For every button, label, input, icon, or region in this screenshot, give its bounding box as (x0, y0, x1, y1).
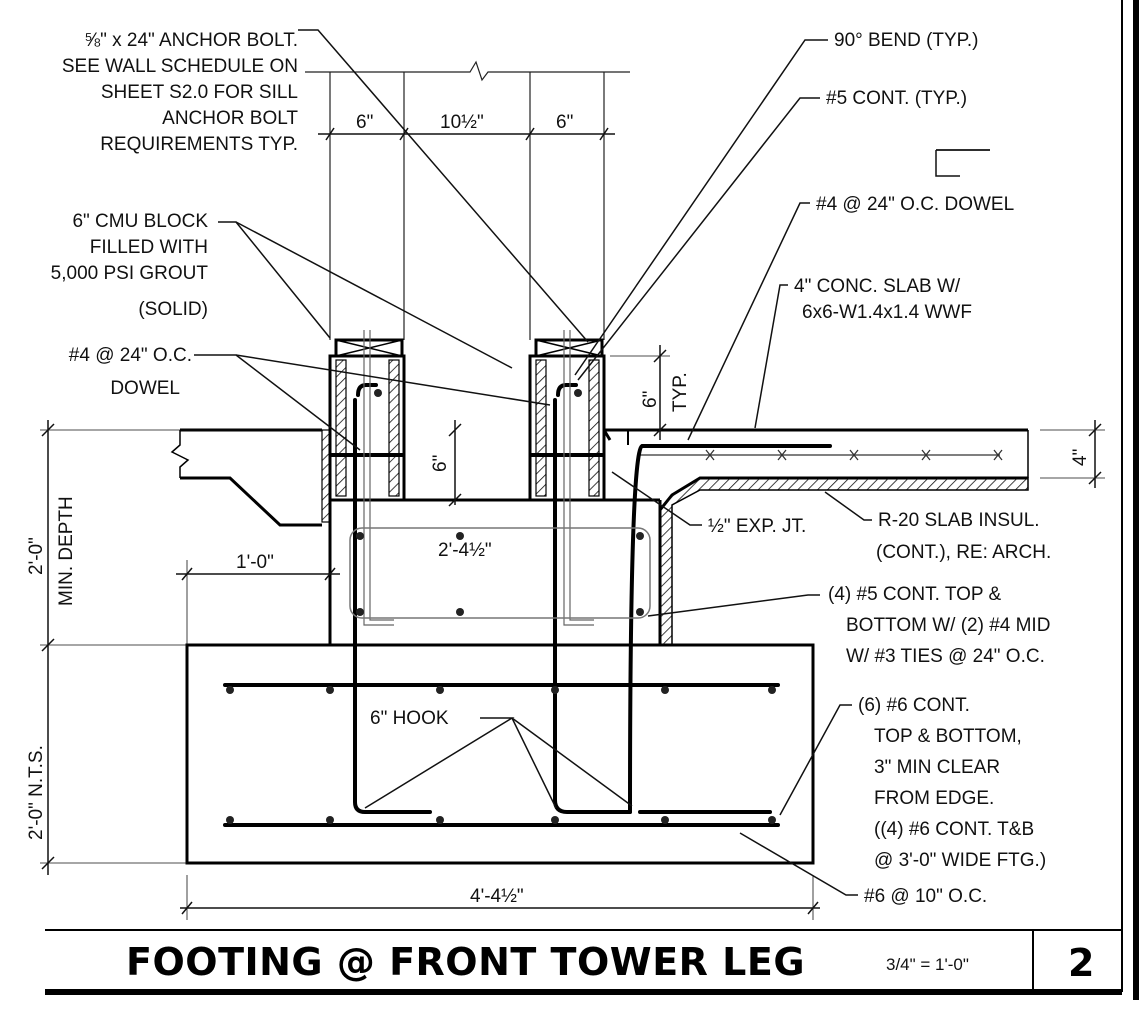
note-slab: 4" CONC. SLAB W/ 6x6-W1.4x1.4 WWF (794, 276, 972, 323)
anchor-bolts (363, 330, 594, 626)
note-line: DOWEL (110, 378, 180, 399)
note-line: #4 @ 24" O.C. (69, 345, 192, 366)
note-exp-jt: ½" EXP. JT. (708, 516, 806, 537)
expansion-joint (321, 429, 331, 523)
note-line: BOTTOM W/ (2) #4 MID (846, 615, 1050, 636)
dim-cmu-left: 6" (356, 112, 373, 133)
note-line: SEE WALL SCHEDULE ON (62, 56, 298, 77)
note-line: R-20 SLAB INSUL. (878, 510, 1040, 531)
note-line: FILLED WITH (90, 237, 208, 258)
note-line: REQUIREMENTS TYP. (100, 134, 298, 155)
top-dimension-string (318, 127, 615, 141)
dim-min-depth-value: 2'-0" (26, 537, 47, 575)
note-line: TOP & BOTTOM, (874, 726, 1022, 747)
note-bars-oc: #6 @ 10" O.C. (864, 886, 987, 907)
rebar (223, 383, 832, 827)
dim-typ-label: TYP. (670, 372, 691, 412)
dimension-lines (40, 345, 1105, 920)
note-cmu-block: 6" CMU BLOCK FILLED WITH 5,000 PSI GROUT… (51, 211, 209, 320)
note-line: ⅝" x 24" ANCHOR BOLT. (84, 30, 298, 51)
note-line: (SOLID) (138, 299, 208, 320)
dim-min-depth-label: MIN. DEPTH (56, 496, 77, 606)
dim-course-height: 6" (430, 455, 451, 472)
note-dowel-left: #4 @ 24" O.C. DOWEL (69, 345, 192, 399)
leader-lines (194, 29, 990, 896)
detail-scale: 3/4" = 1'-0" (886, 955, 969, 974)
dim-stem-width: 2'-4½" (438, 540, 492, 561)
dimension-texts: 6" 10½" 6" 2'-4½" 1'-0" 4'-4½" 6" 6" TYP… (26, 112, 1091, 907)
cmu-blocks (328, 354, 606, 502)
note-anchor-bolt: ⅝" x 24" ANCHOR BOLT. SEE WALL SCHEDULE … (62, 30, 299, 155)
sheet-border (45, 0, 1139, 1000)
note-line: 4" CONC. SLAB W/ (794, 276, 961, 297)
note-line: 5,000 PSI GROUT (51, 263, 209, 284)
rebar-dots (226, 389, 776, 824)
note-insulation: R-20 SLAB INSUL. (CONT.), RE: ARCH. (876, 510, 1051, 563)
note-footing-bars: (6) #6 CONT. TOP & BOTTOM, 3" MIN CLEAR … (858, 695, 1046, 871)
note-line: 6x6-W1.4x1.4 WWF (802, 302, 972, 323)
wwf-marks (705, 449, 1003, 461)
bond-beam-caps (334, 338, 604, 358)
note-line: 6" CMU BLOCK (72, 211, 208, 232)
note-line: ANCHOR BOLT (162, 108, 298, 129)
note-stem-bars: (4) #5 CONT. TOP & BOTTOM W/ (2) #4 MID … (828, 584, 1050, 667)
note-line: SHEET S2.0 FOR SILL (101, 82, 298, 103)
dim-footing-depth: 2'-0" N.T.S. (26, 745, 47, 840)
dim-gap: 10½" (440, 112, 484, 133)
note-line: ((4) #6 CONT. T&B (874, 819, 1034, 840)
note-line: (4) #5 CONT. TOP & (828, 584, 1001, 605)
note-line: (6) #6 CONT. (858, 695, 970, 716)
note-dowel-right: #4 @ 24" O.C. DOWEL (816, 194, 1014, 215)
note-cont-5: #5 CONT. (TYP.) (826, 88, 967, 109)
detail-title: FOOTING @ FRONT TOWER LEG (126, 940, 805, 984)
stem-ties (349, 527, 651, 619)
dim-footing-width: 4'-4½" (470, 886, 524, 907)
slab-on-grade (627, 430, 1029, 646)
break-line-left (170, 430, 190, 478)
dim-typ-height: 6" (640, 391, 661, 408)
note-line: (CONT.), RE: ARCH. (876, 542, 1051, 563)
note-line: FROM EDGE. (874, 788, 994, 809)
dim-offset: 1'-0" (236, 552, 274, 573)
note-line: @ 3'-0" WIDE FTG.) (874, 850, 1046, 871)
note-line: W/ #3 TIES @ 24" O.C. (846, 646, 1045, 667)
note-line: 3" MIN CLEAR (874, 757, 1000, 778)
detail-number: 2 (1068, 941, 1094, 985)
dim-slab-thickness: 4" (1070, 449, 1091, 466)
note-hook: 6" HOOK (370, 708, 449, 729)
dim-cmu-right: 6" (556, 112, 573, 133)
cmu-wall-above (305, 60, 630, 340)
note-bend: 90° BEND (TYP.) (834, 30, 979, 51)
